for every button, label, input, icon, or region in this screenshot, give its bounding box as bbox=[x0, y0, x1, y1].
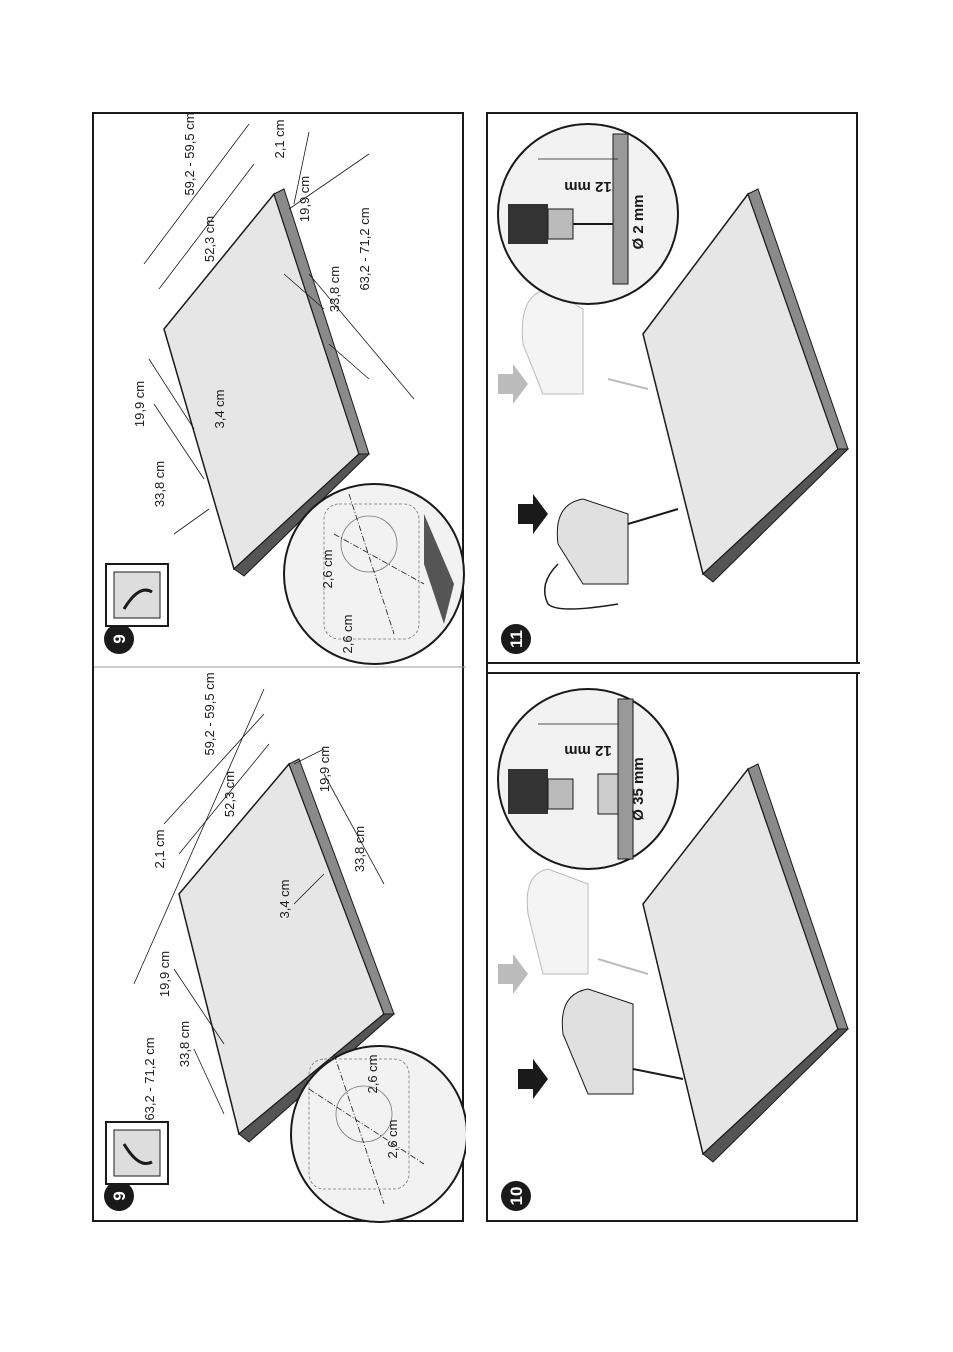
label-33-8-cm-lower-right: 33,8 cm bbox=[352, 826, 367, 872]
label-33-8-cm-lower-left: 33,8 cm bbox=[177, 1021, 192, 1067]
label-33-8-cm-left: 33,8 cm bbox=[152, 461, 167, 507]
label-19-9-cm-right: 19,9 cm bbox=[297, 176, 312, 222]
door-panel-step-11 bbox=[643, 189, 848, 582]
door-panel-step-10 bbox=[643, 764, 848, 1162]
label-52-3-cm: 52,3 cm bbox=[202, 216, 217, 262]
label-2-1-cm-lower: 2,1 cm bbox=[152, 829, 167, 868]
label-2-6-cm-a: 2,6 cm bbox=[320, 549, 335, 588]
door-orientation-icon-upper bbox=[106, 564, 168, 626]
step-number-11: 11 bbox=[507, 630, 526, 648]
step-number-9-lower: 9 bbox=[110, 1191, 129, 1200]
step-number-9-upper: 9 bbox=[110, 634, 129, 643]
step-9-illustrations: 2,1 cm 59,2 - 59,5 cm 52,3 cm 19,9 cm 33… bbox=[94, 114, 466, 1224]
label-19-9-cm-lower-right: 19,9 cm bbox=[317, 746, 332, 792]
step-badge-10: 10 bbox=[501, 1181, 531, 1211]
step-badge-11: 11 bbox=[501, 624, 531, 654]
drill-ghost-step-11 bbox=[498, 289, 648, 404]
label-59-2-59-5-cm-lower: 59,2 - 59,5 cm bbox=[202, 672, 217, 755]
label-63-2-71-2-cm-lower: 63,2 - 71,2 cm bbox=[142, 1037, 157, 1120]
step-badge-upper: 9 bbox=[104, 624, 134, 654]
drill-step-10 bbox=[518, 989, 683, 1099]
label-diameter-2-mm: Ø 2 mm bbox=[630, 194, 647, 249]
steps-10-11-illustrations: 12 mm Ø 2 mm 11 bbox=[488, 114, 860, 1224]
label-59-2-59-5-cm: 59,2 - 59,5 cm bbox=[182, 114, 197, 196]
figure-panel-steps-10-11: 12 mm Ø 2 mm 11 bbox=[486, 112, 858, 1222]
label-2-6-cm-lower-b: 2,6 cm bbox=[385, 1119, 400, 1158]
label-2-1-cm: 2,1 cm bbox=[272, 119, 287, 158]
label-19-9-cm-left: 19,9 cm bbox=[132, 381, 147, 427]
label-2-6-cm-lower-a: 2,6 cm bbox=[365, 1054, 380, 1093]
magnifier-detail-step-10 bbox=[498, 689, 678, 869]
drill-step-11 bbox=[518, 494, 678, 609]
label-33-8-cm-right: 33,8 cm bbox=[327, 266, 342, 312]
step-badge-lower: 9 bbox=[104, 1181, 134, 1211]
label-2-6-cm-b: 2,6 cm bbox=[340, 614, 355, 653]
drill-ghost-step-10 bbox=[498, 869, 648, 994]
label-12-mm-step-11: 12 mm bbox=[564, 178, 612, 195]
label-3-4-cm: 3,4 cm bbox=[212, 389, 227, 428]
label-12-mm-step-10: 12 mm bbox=[564, 742, 612, 759]
step-number-10: 10 bbox=[507, 1187, 526, 1206]
label-63-2-71-2-cm: 63,2 - 71,2 cm bbox=[357, 207, 372, 290]
door-orientation-icon-lower bbox=[106, 1122, 168, 1184]
label-diameter-35-mm: Ø 35 mm bbox=[630, 757, 647, 820]
figure-panel-step-9: 2,1 cm 59,2 - 59,5 cm 52,3 cm 19,9 cm 33… bbox=[92, 112, 464, 1222]
label-19-9-cm-lower-left: 19,9 cm bbox=[157, 951, 172, 997]
magnifier-detail-step-11 bbox=[498, 124, 678, 304]
magnifier-detail-upper bbox=[284, 484, 464, 664]
label-52-3-cm-lower: 52,3 cm bbox=[222, 771, 237, 817]
label-3-4-cm-lower: 3,4 cm bbox=[277, 879, 292, 918]
